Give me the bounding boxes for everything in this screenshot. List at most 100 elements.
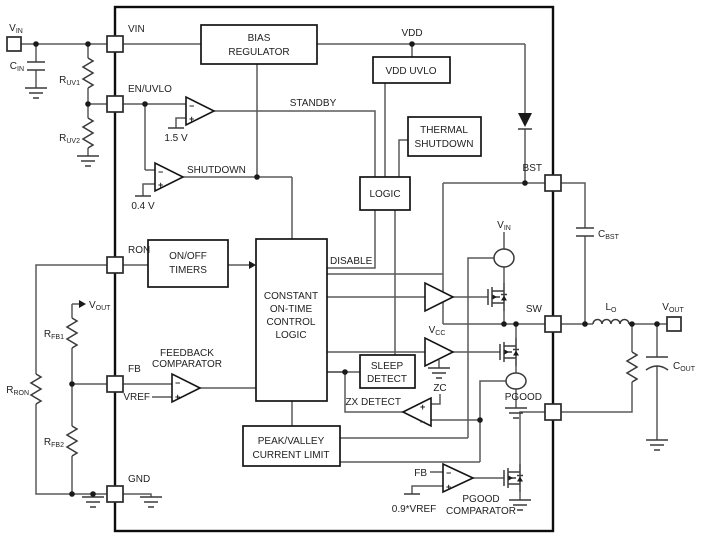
ron-pin-label: RON [128,245,150,256]
zx-detect-label: ZX DETECT [345,397,401,408]
gnd-pin [106,485,124,503]
svg-text:+: + [446,482,451,492]
output-capacitor: COUT [645,356,696,451]
vout-terminal: VOUT [662,302,684,332]
output-inductor: LO [592,302,630,325]
svg-text:SHUTDOWN: SHUTDOWN [415,139,474,150]
svg-text:VDD UVLO: VDD UVLO [385,66,436,77]
gnd-pin-label: GND [128,474,150,485]
svg-text:CIN: CIN [10,61,24,73]
thermal-shutdown-block: THERMAL SHUTDOWN [407,116,482,157]
zc-label: ZC [433,383,446,394]
svg-text:LOGIC: LOGIC [369,189,400,200]
fb-pin [106,375,124,393]
ref-1v5-label: 1.5 V [164,133,188,144]
ground-symbol [427,367,451,379]
pgood-pin-label: PGOOD [505,392,542,403]
enable-comparator: − + 1.5 V [164,95,216,144]
svg-text:COMPARATOR: COMPARATOR [446,506,516,517]
svg-text:ON-TIME: ON-TIME [270,304,313,315]
en-uvlo-pin [106,95,124,113]
svg-text:CONTROL: CONTROL [267,317,316,328]
fb-pgood-label: FB [414,468,427,479]
high-side-mosfet [487,282,508,312]
svg-text:BIAS: BIAS [248,33,271,44]
svg-text:−: − [446,468,451,478]
constant-on-time-control-logic-block: CONSTANT ON-TIME CONTROL LOGIC [255,238,328,402]
input-capacitor: CIN [10,61,48,99]
svg-text:VOUT: VOUT [89,300,111,312]
svg-text:COUT: COUT [673,361,696,373]
low-side-driver: VCC [424,325,455,379]
ron-resistor: RRON [6,373,43,405]
zx-detect-comparator: + − ZX DETECT ZC [345,383,447,428]
bias-regulator-block: BIAS REGULATOR [200,24,318,65]
svg-text:DETECT: DETECT [367,374,407,385]
low-side-mosfet [499,337,520,367]
svg-text:VOUT: VOUT [662,302,684,314]
timers-arrow [249,261,256,269]
sw-pin [544,315,562,333]
en-uvlo-pin-label: EN/UVLO [128,84,172,95]
svg-text:−: − [175,378,180,388]
shutdown-label: SHUTDOWN [187,165,246,176]
svg-text:+: + [189,114,194,124]
svg-text:ON/OFF: ON/OFF [169,251,207,262]
ref-0v4-label: 0.4 V [131,201,155,212]
svg-text:THERMAL: THERMAL [420,125,468,136]
feedback-divider: VOUT RFB1 RFB2 [44,300,111,457]
svg-text:−: − [420,417,425,427]
high-side-current-source: VIN [493,220,515,268]
svg-text:RUV1: RUV1 [59,75,80,87]
ground-symbol [81,496,105,508]
vdd-uvlo-block: VDD UVLO [372,56,451,84]
svg-text:CBST: CBST [598,229,620,241]
shutdown-comparator: − + 0.4 V [131,161,185,212]
svg-text:VCC: VCC [429,325,446,337]
logic-block: LOGIC [359,176,411,211]
svg-text:+: + [158,180,163,190]
on-off-timers-block: ON/OFF TIMERS [147,239,229,288]
peak-valley-current-limit-block: PEAK/VALLEY CURRENT LIMIT [242,425,341,467]
ground-symbol [139,496,163,508]
svg-text:VIN: VIN [9,23,23,35]
svg-text:RFB1: RFB1 [44,329,64,341]
vin-pin [106,35,124,53]
svg-text:CURRENT LIMIT: CURRENT LIMIT [252,450,329,461]
ground-symbol [504,407,528,419]
svg-text:CONSTANT: CONSTANT [264,291,318,302]
fb-pin-label: FB [128,364,141,375]
pgood-comparator: − + FB 0.9*VREF PGOOD COMPARATOR [392,462,516,517]
vref-label: VREF [123,392,150,403]
svg-text:−: − [158,167,163,177]
feedback-comparator: − + FEEDBACK COMPARATOR VREF [123,348,222,404]
svg-text:COMPARATOR: COMPARATOR [152,359,222,370]
svg-text:TIMERS: TIMERS [169,265,207,276]
pins: VIN EN/UVLO RON FB GND BST SW PGOOD [106,24,562,503]
svg-text:+: + [420,402,425,412]
svg-text:−: − [189,101,194,111]
svg-text:RRON: RRON [6,385,29,397]
svg-text:REGULATOR: REGULATOR [228,47,289,58]
disable-label: DISABLE [330,256,373,267]
wires [21,43,667,500]
sw-pin-label: SW [526,304,543,315]
svg-text:LOGIC: LOGIC [275,330,306,341]
svg-text:RUV2: RUV2 [59,133,80,145]
svg-text:RFB2: RFB2 [44,437,64,449]
svg-text:PGOOD: PGOOD [462,494,499,505]
bootstrap-diode [518,113,532,130]
pgood-pulldown-mosfet [503,463,524,493]
junction-dots [33,41,660,497]
svg-text:VIN: VIN [497,220,511,232]
svg-text:FEEDBACK: FEEDBACK [160,348,214,359]
high-side-driver [424,281,455,313]
vin-pin-label: VIN [128,24,145,35]
svg-text:LO: LO [605,302,617,314]
svg-text:+: + [175,392,180,402]
svg-text:PEAK/VALLEY: PEAK/VALLEY [258,436,325,447]
uvlo-divider: RUV1 RUV2 [59,57,100,167]
svg-text:SLEEP: SLEEP [371,361,404,372]
